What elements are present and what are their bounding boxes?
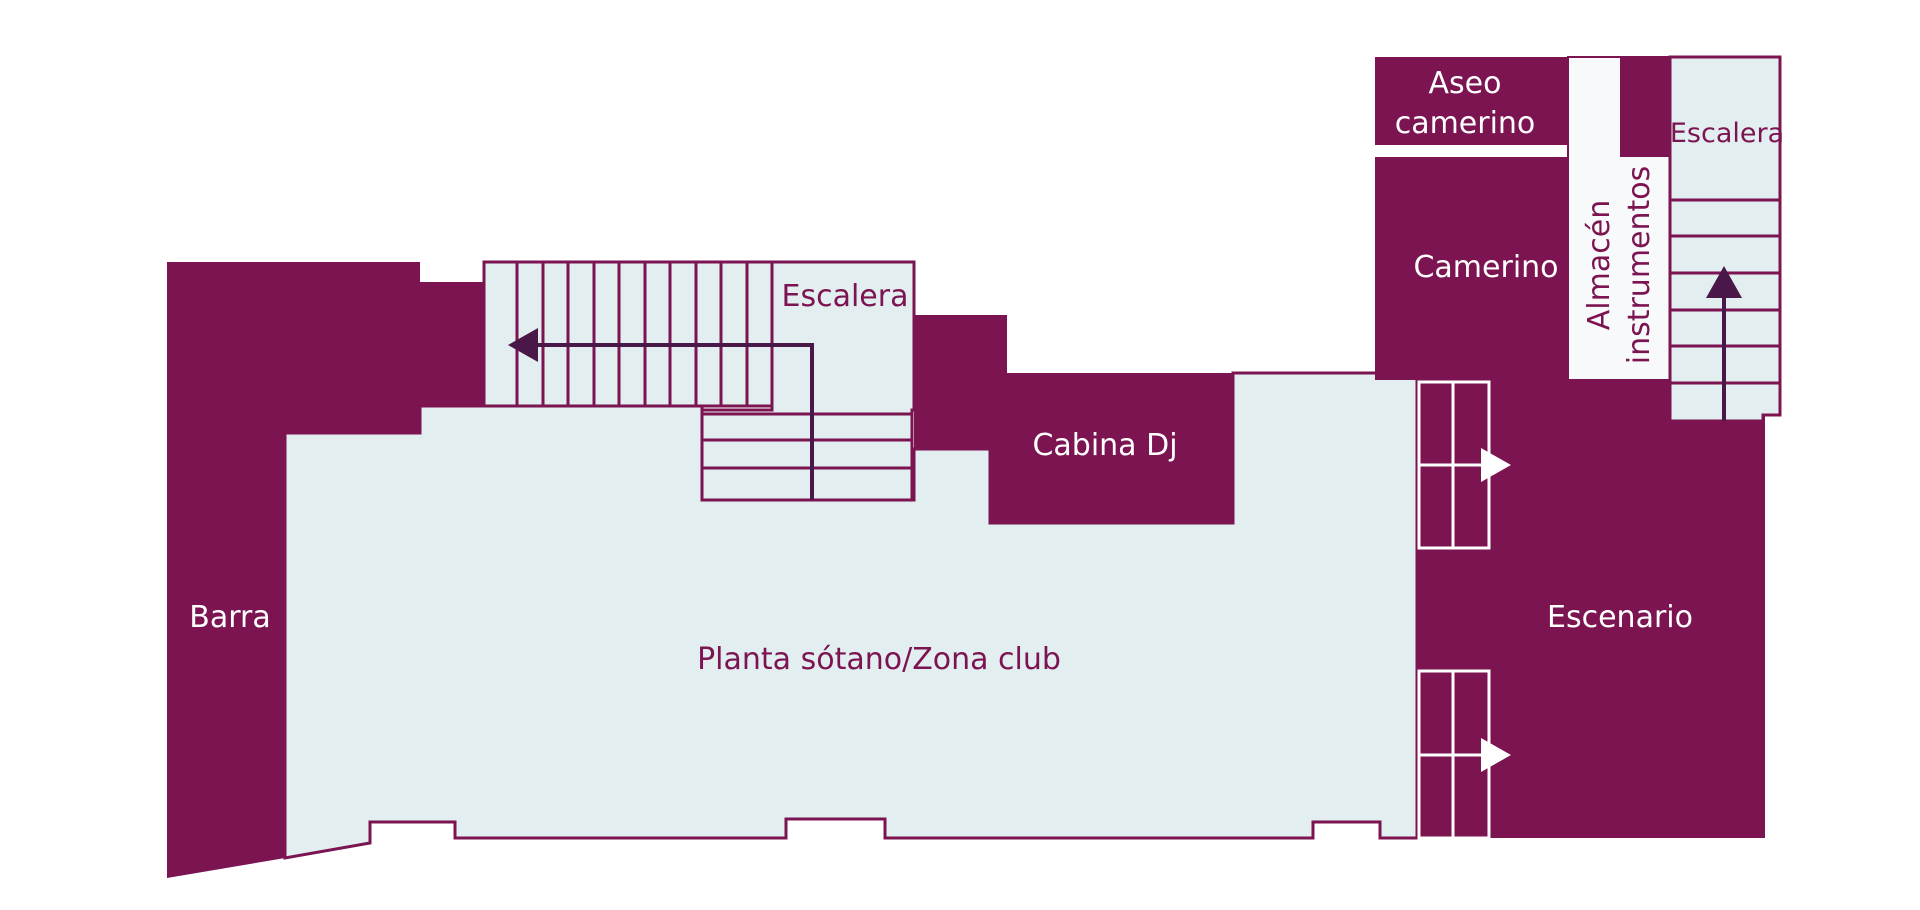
dressing-toilet-label-line2: camerino — [1394, 106, 1536, 141]
club-zone-label: Planta sótano/Zona club — [697, 642, 1061, 677]
bar-label: Barra — [189, 600, 271, 635]
instrument-storage-label-line1: Almacén — [1582, 199, 1617, 331]
exit-arrow-lower — [1481, 738, 1511, 772]
back-staircase-arrow — [1706, 266, 1742, 421]
dressing-room-label: Camerino — [1413, 250, 1559, 285]
exit-arrow-upper — [1481, 448, 1511, 482]
dj-booth-label: Cabina Dj — [1032, 428, 1178, 463]
dressing-room[interactable] — [1375, 157, 1568, 380]
staircase-arrow — [508, 328, 814, 500]
stage-label: Escenario — [1547, 600, 1693, 635]
main-staircase-treads — [484, 262, 912, 470]
stage-exit-lower[interactable] — [1417, 669, 1491, 840]
dressing-toilet-label: Aseo camerino — [1395, 64, 1536, 144]
stage-exit-upper[interactable] — [1417, 380, 1491, 550]
main-staircase-label: Escalera — [781, 279, 909, 314]
dj-booth[interactable] — [990, 373, 1233, 523]
dressing-toilet[interactable] — [1375, 57, 1568, 145]
dressing-toilet-label-line1: Aseo — [1428, 66, 1502, 101]
bar-area — [167, 262, 484, 878]
back-staircase[interactable] — [1668, 55, 1782, 423]
instrument-storage-label-line2: instrumentos — [1622, 165, 1657, 365]
back-staircase-label: Escalera — [1669, 118, 1785, 149]
instrument-storage-label: Almacén instrumentos — [1580, 166, 1660, 365]
storage-wall-upper — [1620, 57, 1670, 157]
